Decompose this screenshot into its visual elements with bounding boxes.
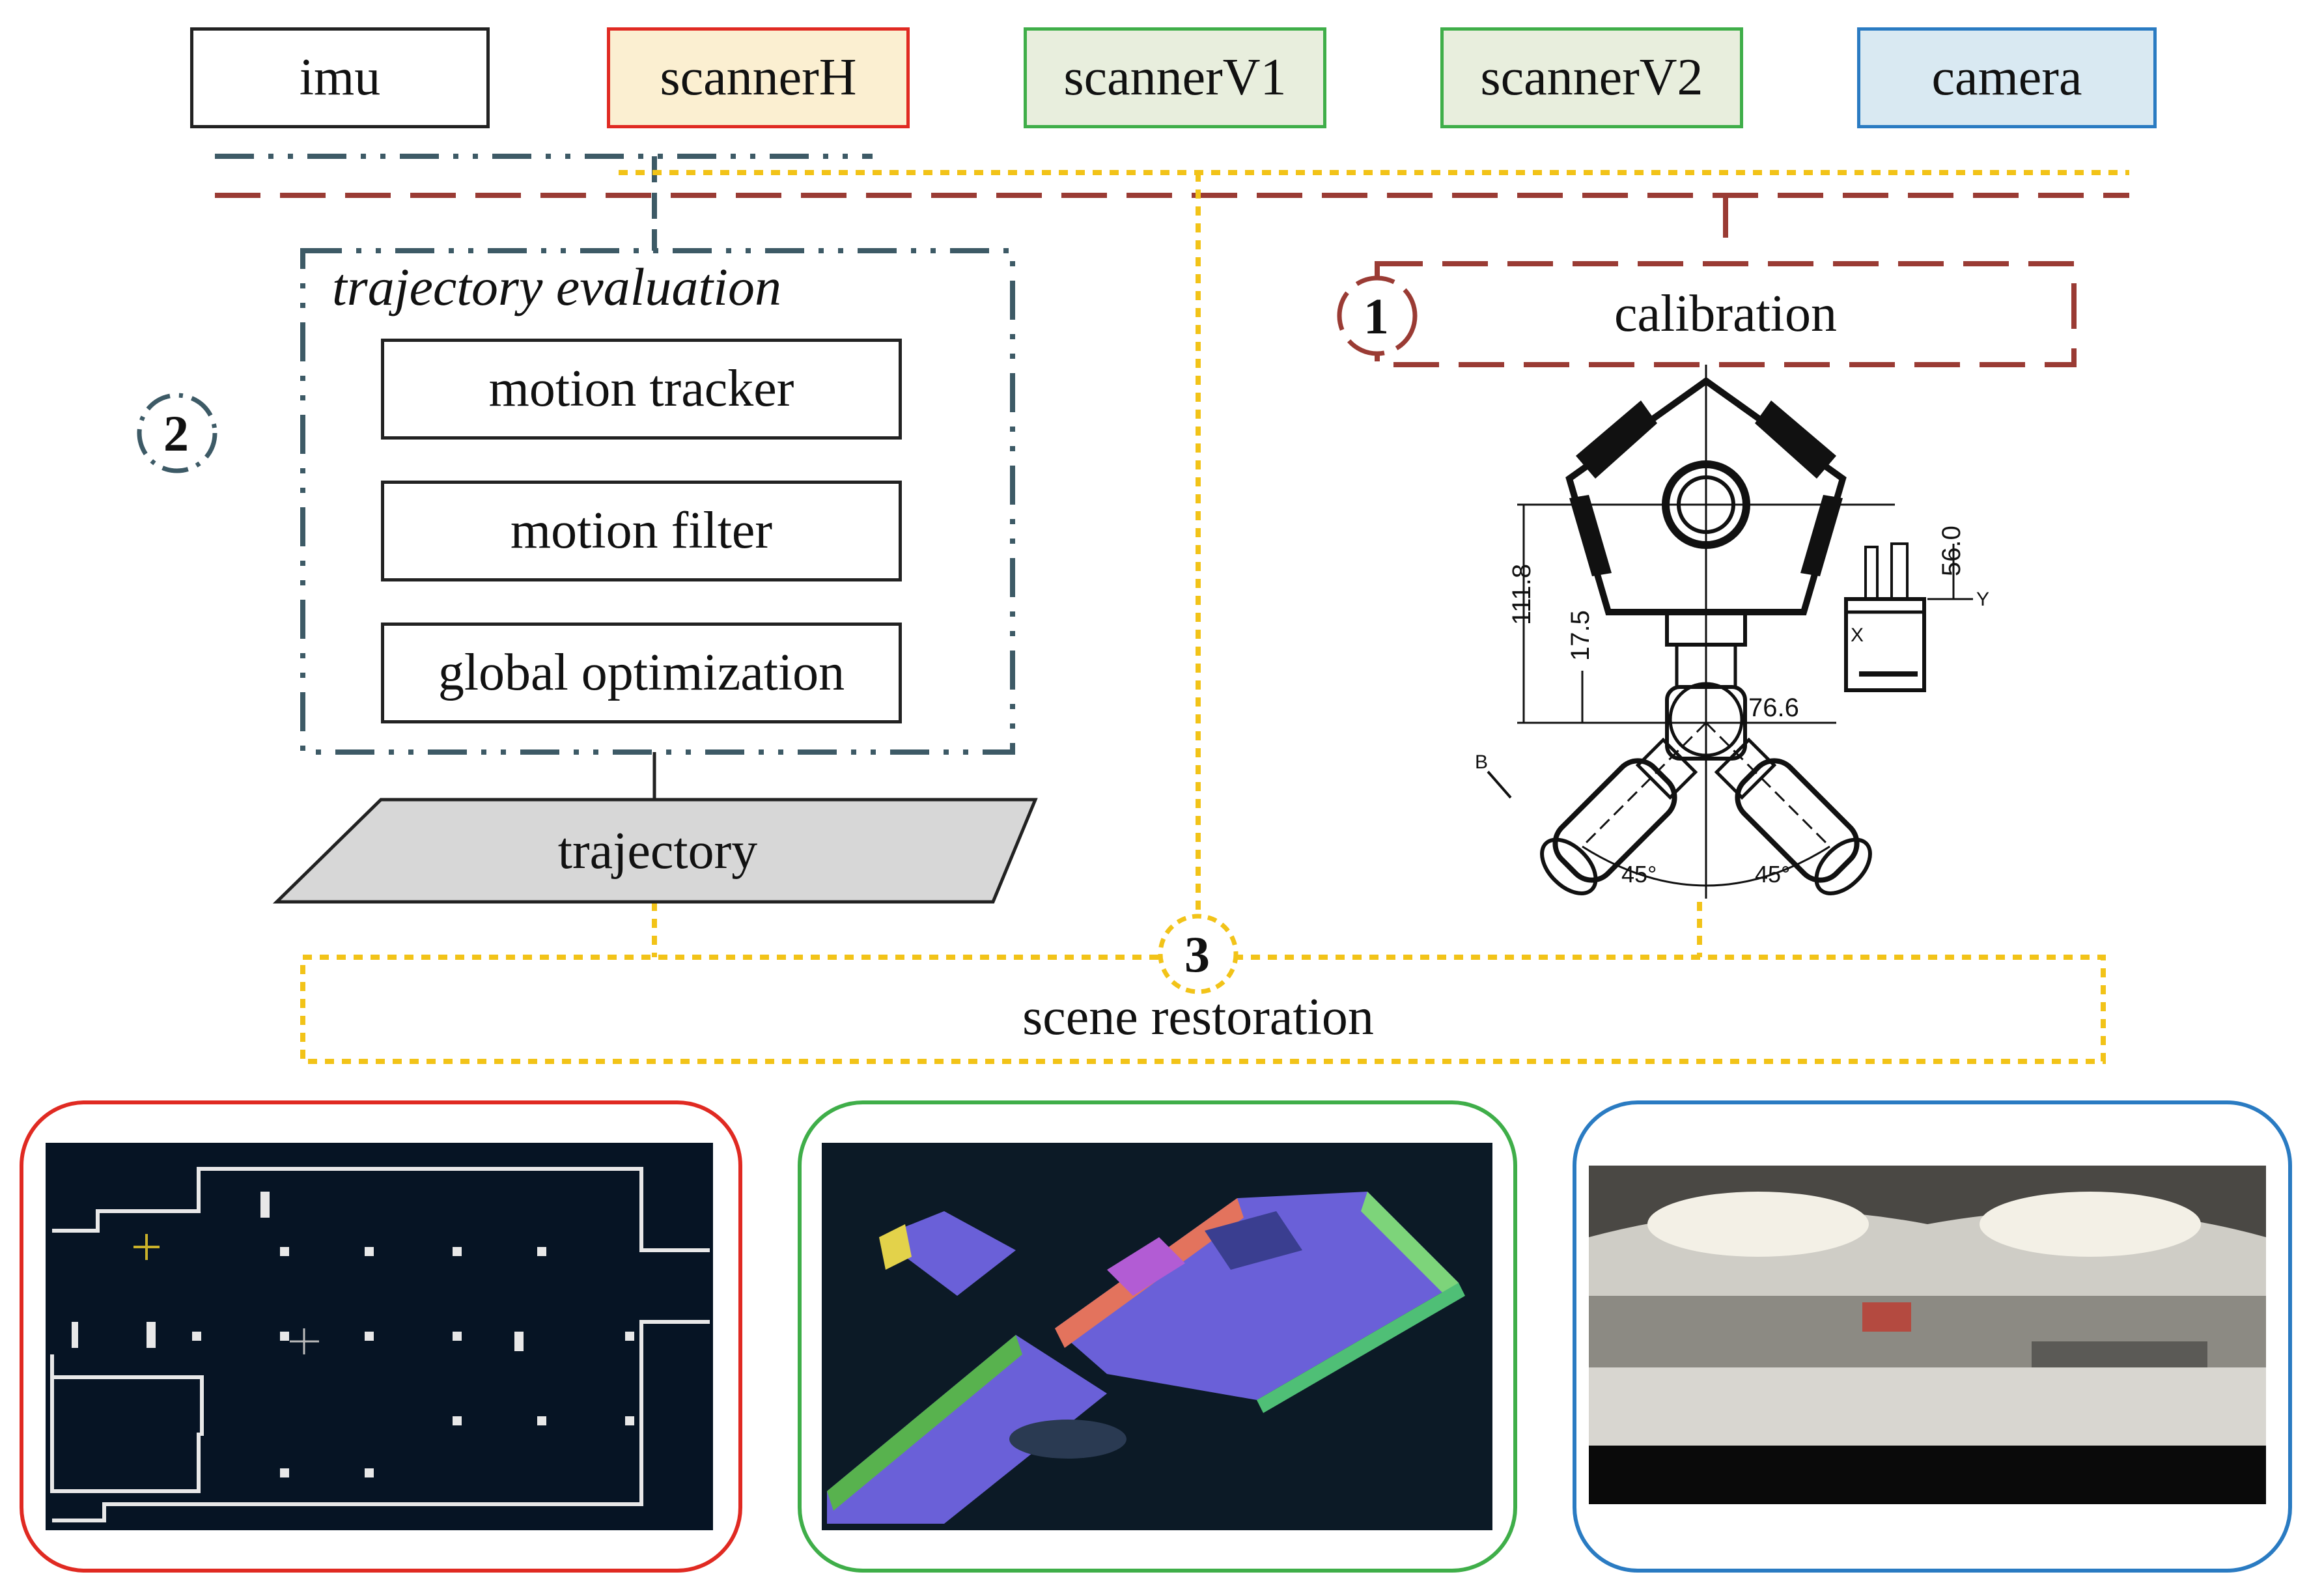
scannerH-bus [215,193,2129,238]
step-1-circle [1337,275,1418,356]
calibration-label: calibration [1614,285,1838,343]
scan-map-image [46,1143,713,1530]
step-2-number: 2 [163,405,189,462]
output-panel-point-cloud [798,1100,1517,1573]
dim-45-left: 45° [1621,861,1657,888]
sensor-camera: camera [1857,27,2157,128]
point-cloud-image [822,1143,1492,1530]
dim-45-right: 45° [1755,861,1790,888]
axis-y: Y [1976,589,1989,610]
scene-restoration-label: scene restoration [1022,988,1374,1046]
sensor-rig-drawing [1487,365,1973,899]
dim-76-6: 76.6 [1748,693,1799,722]
trajectory-output-label: trajectory [557,822,758,880]
drawing-dimensions: 111.8 17.5 76.6 56.0 45° 45° X Y B [1475,525,1989,888]
sensor-scannerV1: scannerV1 [1024,27,1326,128]
dim-56-0: 56.0 [1937,525,1966,576]
output-panel-2d-map [20,1100,742,1573]
trajectory-evaluation-frame [300,248,1015,755]
calibration-frame [1375,261,2077,367]
panorama-image [1589,1166,2266,1504]
sensor-scannerV2: scannerV2 [1440,27,1743,128]
sensor-imu: imu [190,27,490,128]
dim-111-8: 111.8 [1507,564,1536,625]
trajectory-shape [272,798,1038,904]
module-motion-filter: motion filter [381,481,902,581]
axis-x: X [1851,624,1864,646]
step-3-circle [1158,914,1238,994]
step-1-number: 1 [1364,288,1389,344]
module-motion-tracker: motion tracker [381,339,902,440]
scanner-camera-bus [619,170,2129,957]
sensor-scannerH: scannerH [607,27,910,128]
axis-b: B [1475,751,1488,773]
module-global-optimization: global optimization [381,623,902,723]
step-3-number: 3 [1184,926,1210,983]
output-panel-panorama [1573,1100,2292,1573]
dim-17-5: 17.5 [1566,610,1595,661]
step-2-circle [137,393,217,473]
trajectory-evaluation-title: trajectory evaluation [332,257,781,316]
